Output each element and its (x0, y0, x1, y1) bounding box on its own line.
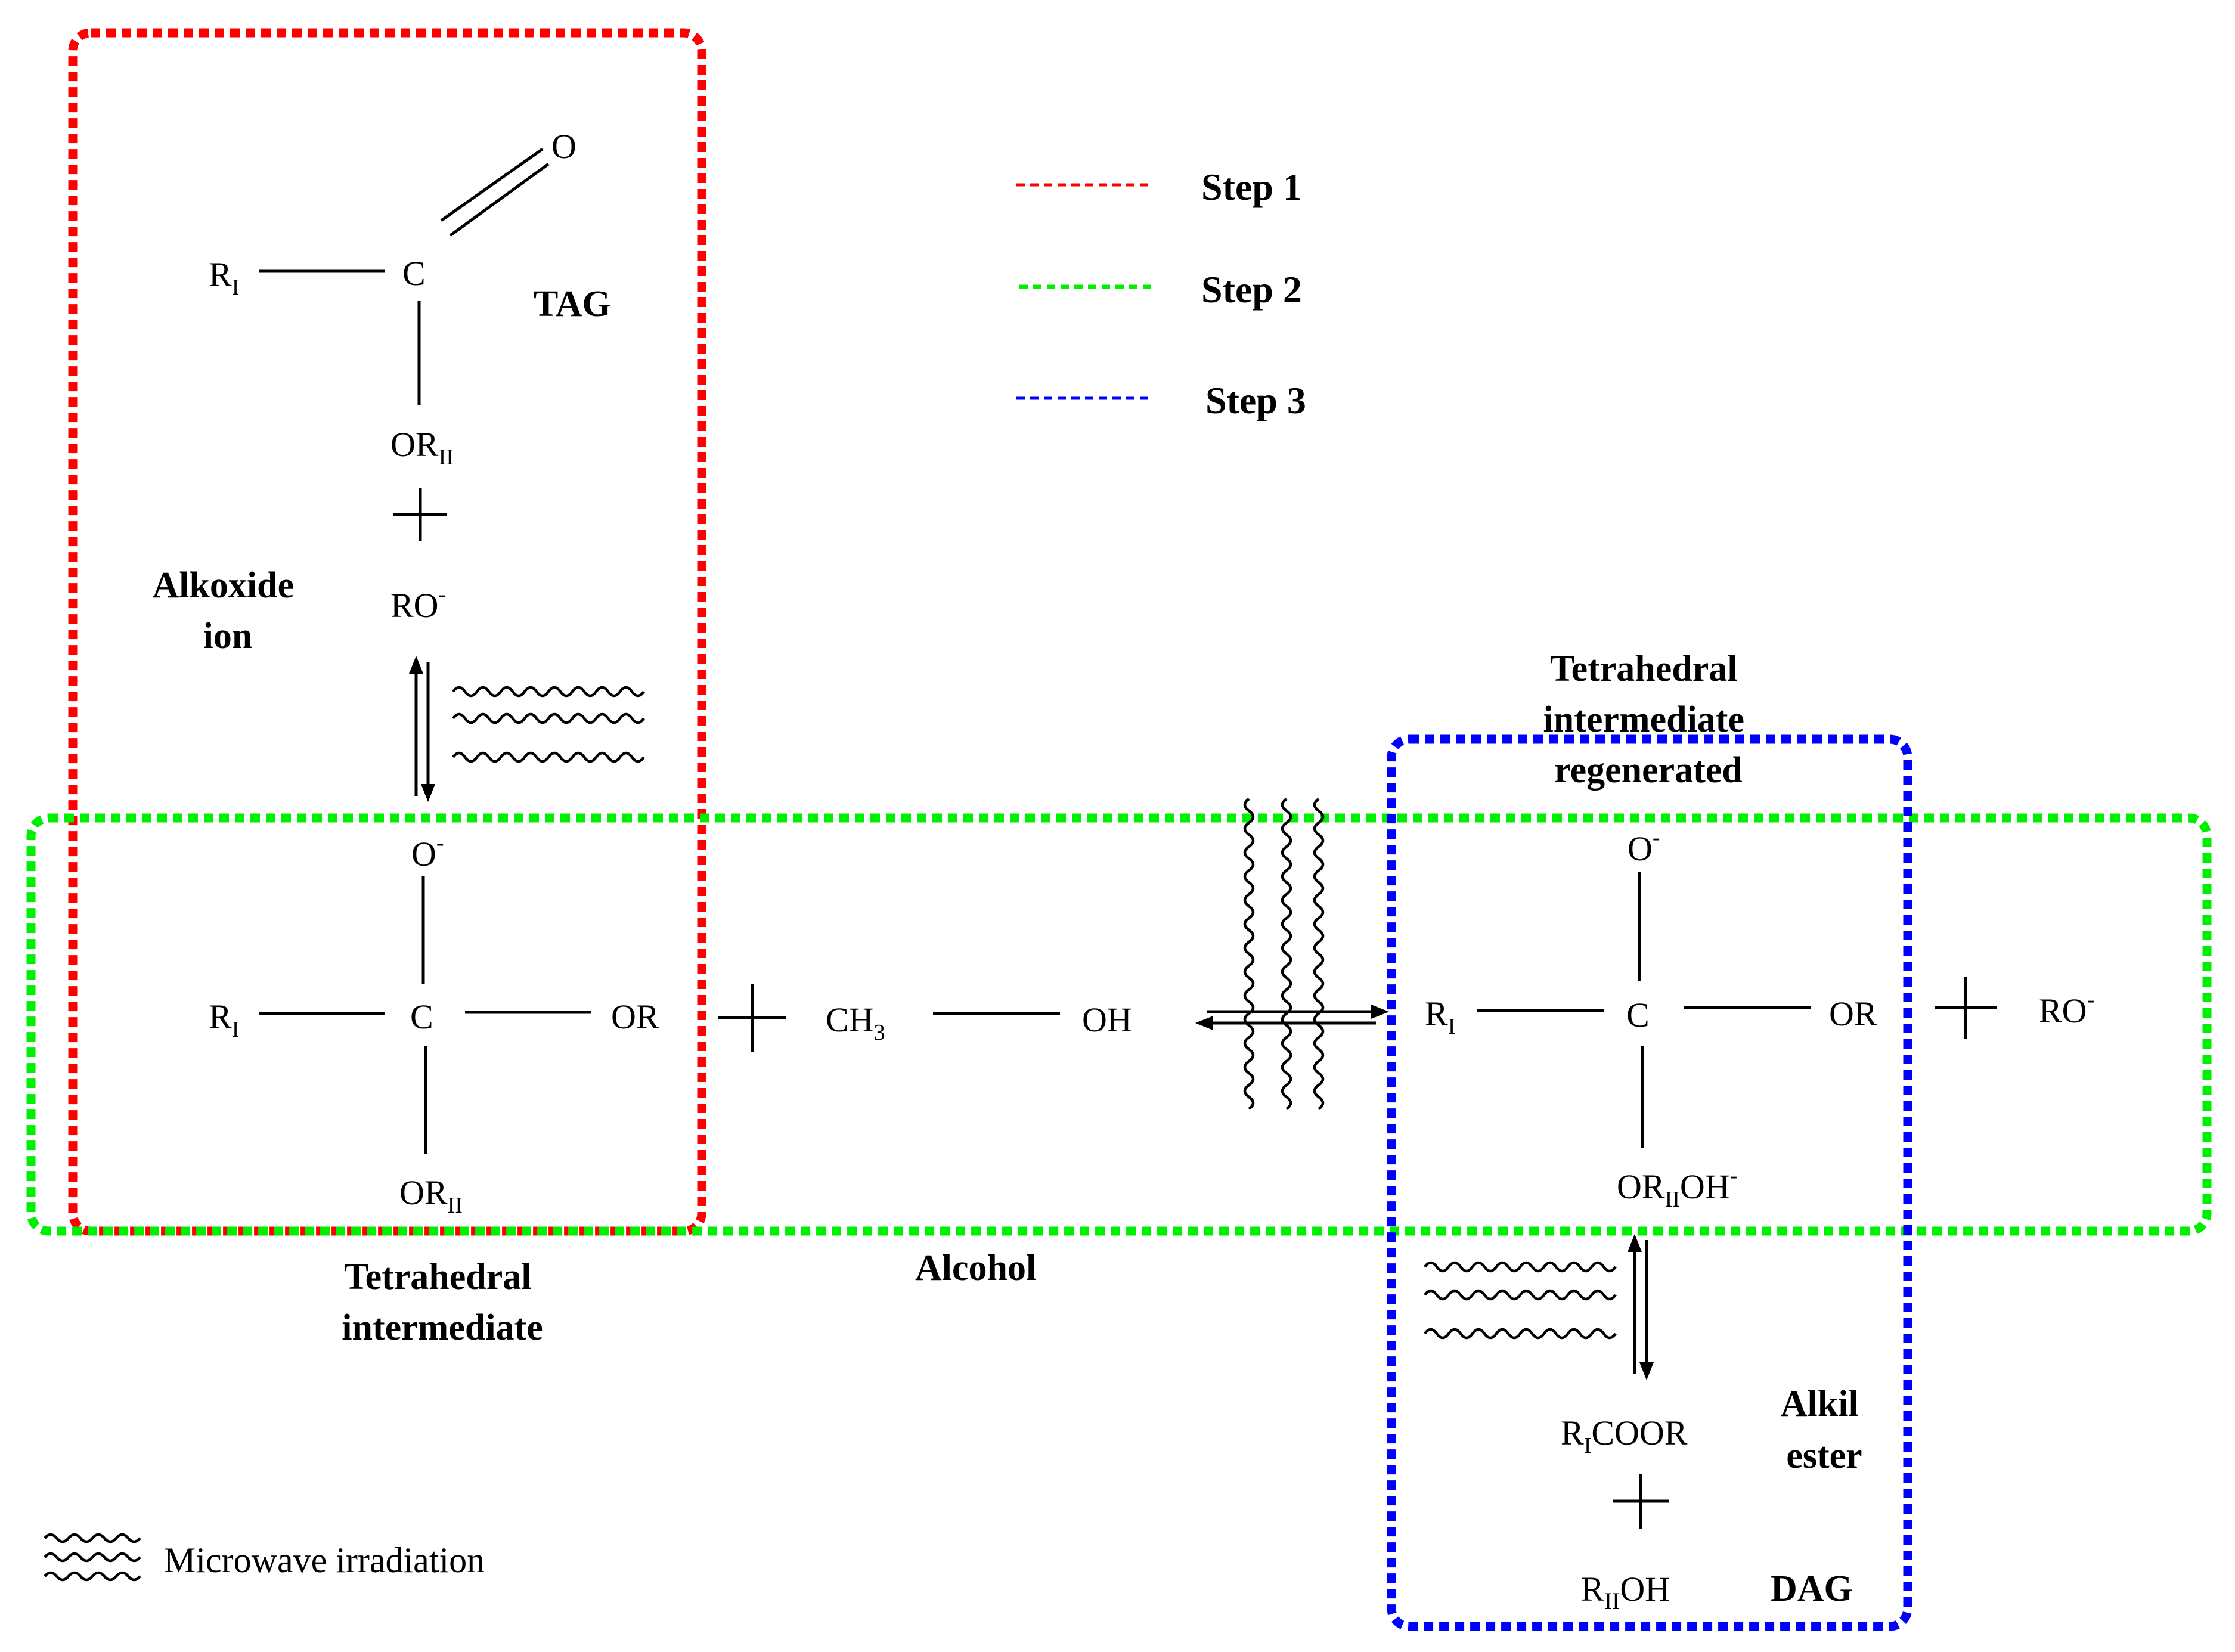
diglyceride-formula: RIIOH (1581, 1570, 1670, 1614)
alkil-ester-label: Alkil ester (1781, 1384, 1868, 1476)
step1-box (68, 28, 706, 1236)
tetrahedral-intermediate-molecule: O- RI C OR ORII (209, 830, 659, 1218)
microwave-irradiation-legend: Microwave irradiation (45, 1535, 485, 1580)
legend: Step 1 Step 2 Step 3 (1016, 166, 1306, 421)
regen-c-atom: C (1626, 996, 1650, 1034)
tetra-or2-group: ORII (399, 1173, 463, 1218)
regenerated-intermediate-molecule: O- RI C OR ORIIOH- (1425, 825, 1877, 1212)
tetra-r1-group: RI (209, 997, 239, 1042)
carbonyl-double-bond-b (449, 162, 550, 237)
methanol-ch3: CH3 (826, 1000, 885, 1045)
regenerated-intermediate-label: Tetrahedral intermediate regenerated (1543, 649, 1754, 791)
regen-or-group: OR (1829, 994, 1877, 1033)
tetra-c-atom: C (410, 997, 433, 1036)
tag-r1-group: RI (209, 255, 239, 300)
microwave-wave-icon (45, 1535, 140, 1580)
tag-or2-group: ORII (390, 425, 454, 470)
tetra-or-group: OR (611, 997, 659, 1036)
alcohol-label: Alcohol (915, 1248, 1036, 1288)
tag-c-atom: C (402, 254, 426, 293)
dag-label: DAG (1771, 1569, 1853, 1609)
regenerated-alkoxide-ro: RO- (2039, 987, 2094, 1030)
regen-or2oh-group: ORIIOH- (1617, 1163, 1737, 1212)
tetra-o-anion: O- (411, 830, 444, 873)
microwave-icon-step1 (453, 687, 644, 761)
carbonyl-double-bond-a (440, 147, 544, 222)
methanol-oh: OH (1082, 1000, 1132, 1039)
methanol-molecule: CH3 OH (826, 1000, 1132, 1045)
legend-label-step2: Step 2 (1201, 268, 1302, 311)
regen-r1-group: RI (1425, 994, 1455, 1039)
step2-box (26, 813, 2212, 1236)
tetrahedral-intermediate-label: Tetrahedral intermediate (342, 1257, 543, 1348)
alkyl-ester-formula: RICOOR (1561, 1414, 1688, 1458)
equilibrium-arrow-step1 (409, 656, 435, 802)
equilibrium-arrow-step2 (1195, 1005, 1389, 1030)
legend-label-step3: Step 3 (1205, 379, 1306, 421)
tag-molecule: O RI C TAG ORII (209, 127, 611, 470)
equilibrium-arrow-step3 (1628, 1234, 1654, 1380)
microwave-icon-step2 (1245, 799, 1323, 1109)
tag-o-atom: O (551, 127, 576, 166)
legend-label-step1: Step 1 (1201, 166, 1302, 208)
regen-o-anion: O- (1628, 825, 1660, 868)
alkoxide-ro: RO- (390, 582, 446, 625)
microwave-irradiation-text: Microwave irradiation (164, 1541, 485, 1580)
tag-label: TAG (534, 284, 611, 324)
step3-box (1387, 734, 1912, 1631)
microwave-icon-step3 (1425, 1263, 1616, 1338)
alkoxide-ion-label: Alkoxide ion (152, 565, 303, 656)
